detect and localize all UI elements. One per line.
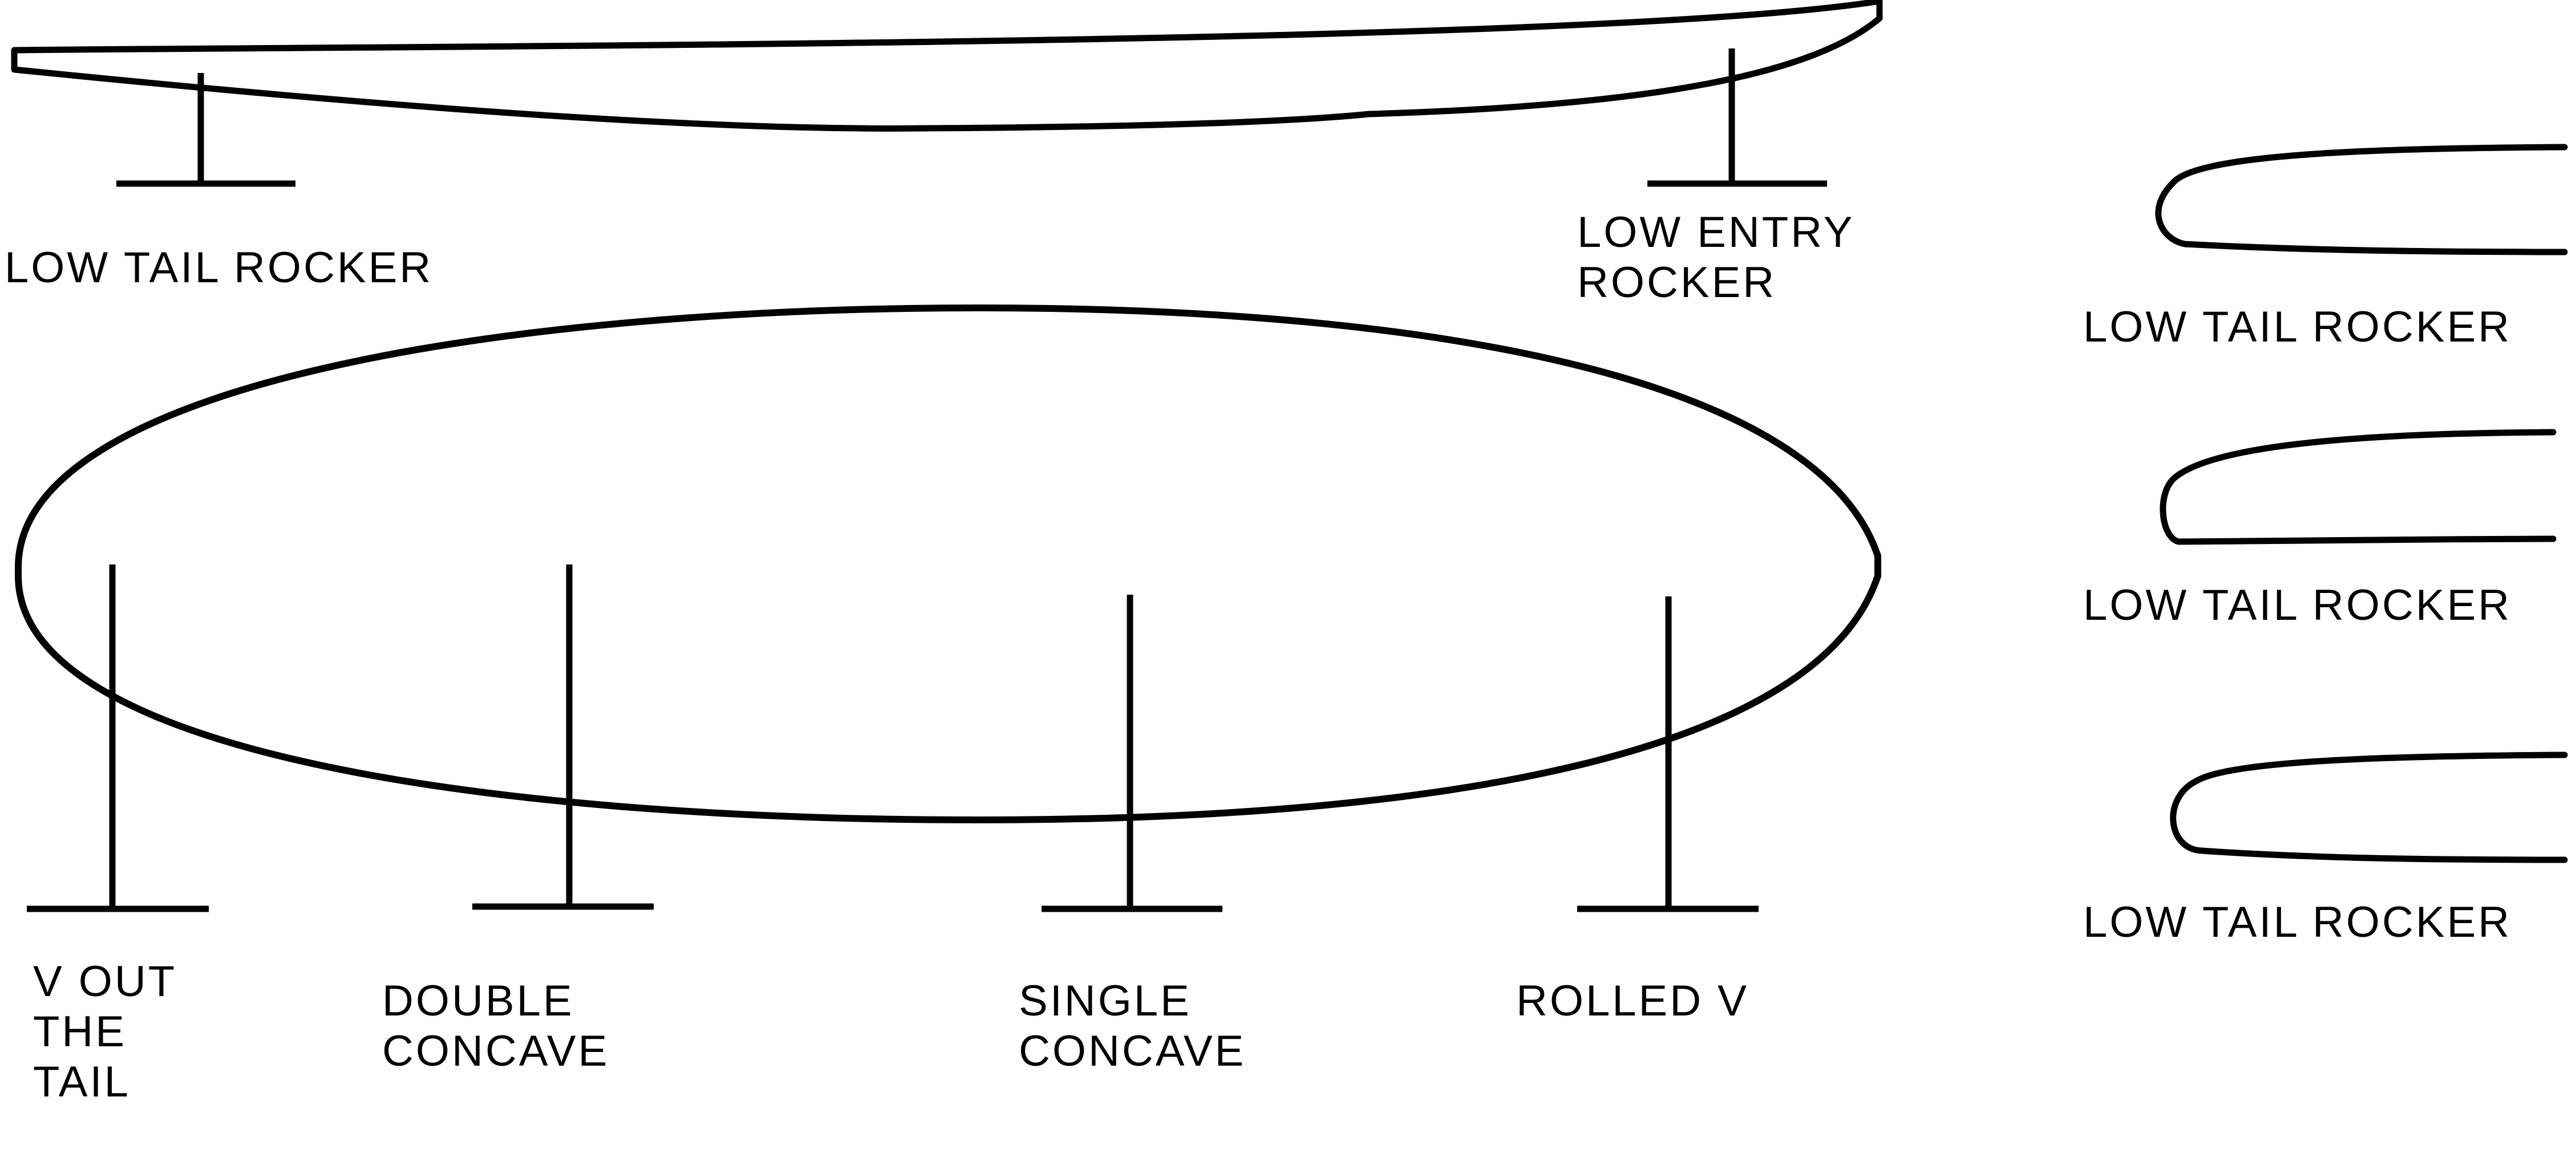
single-concave-line1: SINGLE <box>1019 977 1192 1025</box>
low-tail-rocker-label: LOW TAIL ROCKER <box>5 243 433 293</box>
rail-profile-label-3: LOW TAIL ROCKER <box>2083 897 2512 948</box>
double-concave-line1: DOUBLE <box>382 977 574 1025</box>
v-out-line3: TAIL <box>33 1058 131 1106</box>
v-out-line2: THE <box>33 1008 127 1056</box>
single-concave-label: SINGLE CONCAVE <box>1019 976 1246 1076</box>
v-out-line1: V OUT <box>33 957 177 1006</box>
low-tail-rocker-text: LOW TAIL ROCKER <box>5 243 434 292</box>
rail-profile-label-2: LOW TAIL ROCKER <box>2083 580 2512 631</box>
rail-profile-label-1-text: LOW TAIL ROCKER <box>2083 303 2512 351</box>
rail-profile-label-3-text: LOW TAIL ROCKER <box>2083 898 2512 946</box>
double-concave-line2: CONCAVE <box>382 1027 610 1075</box>
rolled-v-label: ROLLED V <box>1516 976 1749 1026</box>
rail-profile-label-2-text: LOW TAIL ROCKER <box>2083 581 2512 629</box>
rail-profile-1 <box>2155 144 2568 255</box>
v-out-the-tail-label: V OUT THE TAIL <box>33 957 177 1107</box>
rail-profile-3 <box>2170 751 2568 863</box>
low-entry-rocker-label: LOW ENTRY ROCKER <box>1577 208 1854 308</box>
double-concave-label: DOUBLE CONCAVE <box>382 976 609 1076</box>
rolled-v-text: ROLLED V <box>1516 977 1749 1025</box>
low-entry-rocker-line2: ROCKER <box>1577 258 1777 307</box>
rail-profile-label-1: LOW TAIL ROCKER <box>2083 302 2512 352</box>
rail-profile-2 <box>2160 429 2557 545</box>
board-bottom-outline <box>15 304 1881 824</box>
low-entry-rocker-line1: LOW ENTRY <box>1577 208 1855 257</box>
board-rocker-profile <box>11 0 1883 132</box>
single-concave-line2: CONCAVE <box>1019 1027 1246 1075</box>
